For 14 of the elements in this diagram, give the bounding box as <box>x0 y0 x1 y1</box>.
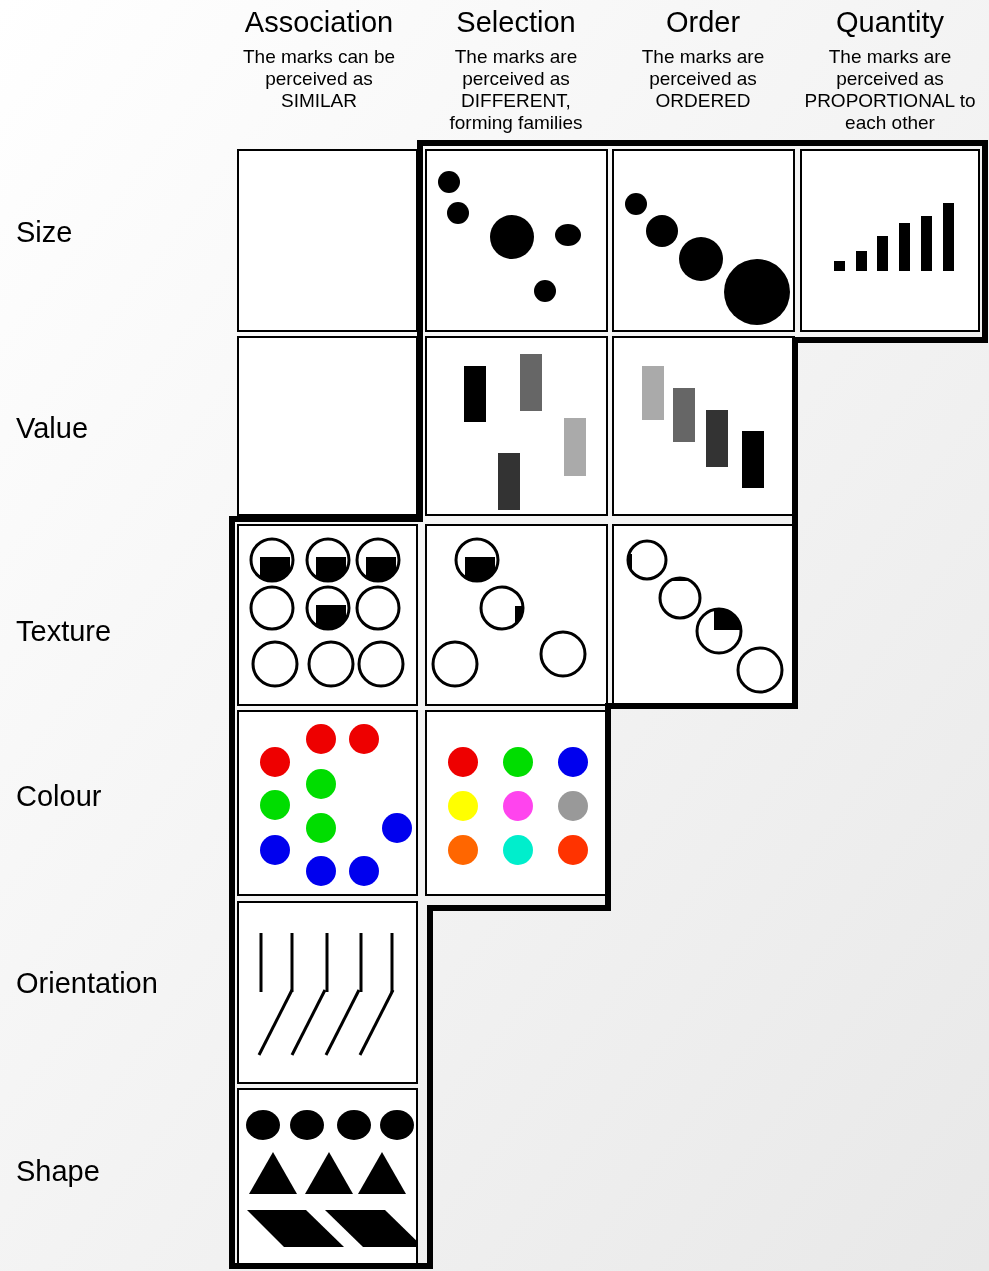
column-heading: Order <box>665 5 741 40</box>
column-heading: Quantity <box>836 5 944 40</box>
column-description: The marks can be perceived as SIMILAR <box>241 46 397 112</box>
row-label: Shape <box>16 1154 100 1188</box>
row-label: Value <box>16 411 89 445</box>
column-heading: Association <box>244 5 394 40</box>
column-description: The marks are perceived as PROPORTIONAL to each other <box>803 46 977 134</box>
column-description: The marks are perceived as ORDERED <box>640 46 766 112</box>
row-label: Texture <box>16 614 112 648</box>
row-label: Size <box>16 215 73 249</box>
column-heading: Selection <box>456 5 576 40</box>
row-label: Colour <box>16 779 102 813</box>
column-description: The marks are perceived as DIFFERENT, forming families <box>448 46 584 134</box>
row-label: Orientation <box>16 966 158 1000</box>
